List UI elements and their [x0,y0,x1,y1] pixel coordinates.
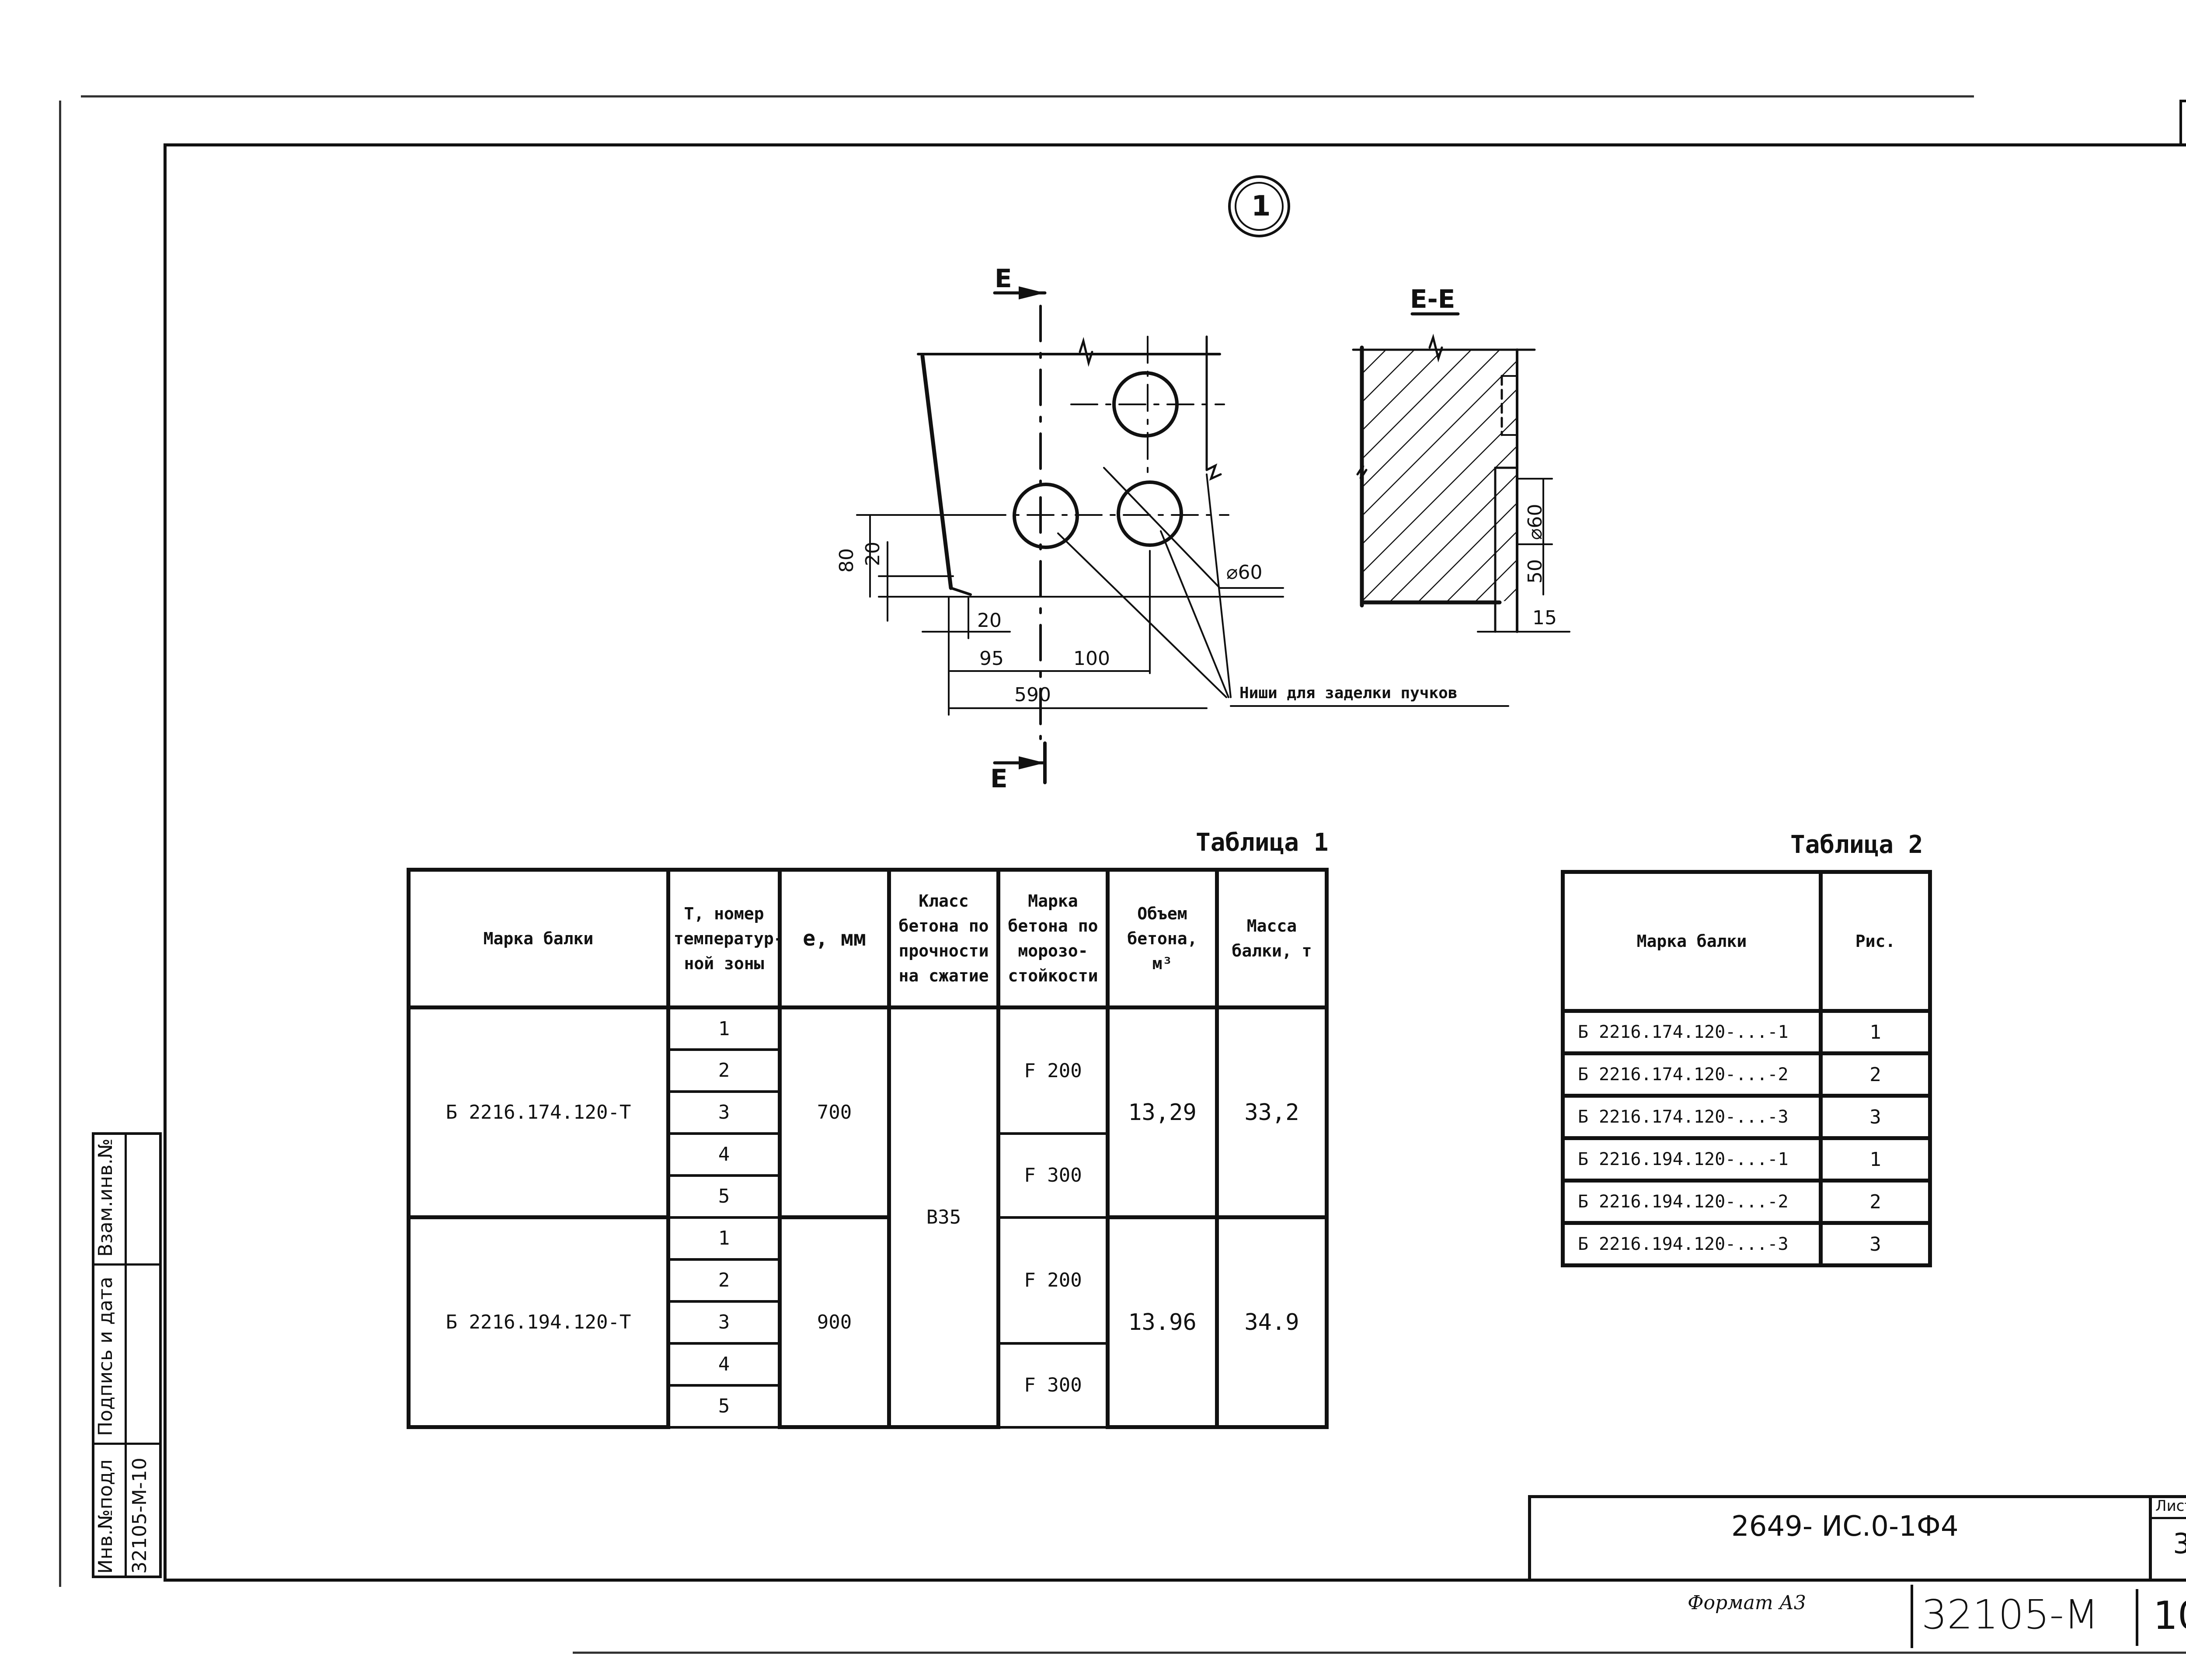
t2-row2-brand: Б 2216.174.120-...-2 [1561,1051,1823,1098]
side-stamp-replace-label: Взам.инв.№ [94,1138,117,1257]
drawing-frame [164,143,2186,1582]
archive-box-left [1911,1585,1913,1648]
left-edge-line [59,101,61,1587]
sheet-number: 3 [2173,1528,2186,1560]
t1-row2-frost-b: F 300 [997,1342,1109,1429]
title-block-divider [2149,1495,2152,1582]
archive-box-mid [2136,1589,2138,1646]
t1-row1-frost-b: F 300 [997,1132,1109,1219]
detail-marker-number: 1 [1251,190,1271,223]
t2-row5-brand: Б 2216.194.120-...-2 [1561,1179,1823,1225]
dim-diameter-60: ⌀60 [1226,561,1263,584]
dim-95: 95 [979,647,1004,670]
t1-row1-volume: 13,29 [1106,1005,1219,1219]
dim-80: 80 [835,548,858,573]
document-code: 2649- ИС.0-1Ф4 [1731,1510,1959,1543]
t1-row1-brand: Б 2216.174.120-Т [407,1005,670,1219]
t1-row1-zone4: 4 [667,1132,781,1177]
table2-caption: Таблица 2 [1790,831,1923,859]
side-stamp-sign-label: Подпись и дата [94,1277,117,1436]
t2-row1-brand: Б 2216.174.120-...-1 [1561,1009,1823,1055]
side-stamp [92,1132,162,1578]
t1-row1-zone2: 2 [667,1048,781,1093]
top-edge-line [81,95,1974,97]
t1-header-volume: Объем бетона, м³ [1106,868,1219,1009]
t1-header-brand: Марка балки [407,868,670,1009]
t1-header-zone: Т, номер температур-ной зоны [666,868,784,1009]
t1-row2-frost-a: F 200 [997,1216,1109,1345]
t2-row6-brand: Б 2216.194.120-...-3 [1561,1221,1823,1267]
side-stamp-divider-h2 [92,1443,162,1445]
t2-row2-fig: 2 [1819,1051,1932,1098]
section-mark-bottom: Е [990,764,1008,793]
t2-row3-fig: 3 [1819,1094,1932,1140]
t1-row2-e: 900 [778,1215,891,1429]
dim-100: 100 [1073,647,1110,670]
t1-header-e: е, мм [778,868,891,1009]
corner-number-box [2179,100,2186,146]
format-label: Формат А3 [1688,1592,1806,1614]
title-block-sheet-divider [2149,1517,2186,1519]
t2-row4-fig: 1 [1819,1136,1932,1183]
sheet-label: Лист [2155,1497,2186,1515]
dim-590: 590 [1014,684,1051,706]
dim-20-horizontal: 20 [977,609,1002,632]
section-title: Е-Е [1410,284,1455,314]
t1-header-frost: Марка бетона по морозо-стойкости [996,868,1110,1009]
t2-row3-brand: Б 2216.174.120-...-3 [1561,1094,1823,1140]
t1-header-mass: Масса балки, т [1215,868,1329,1009]
t1-row2-mass: 34.9 [1215,1215,1329,1429]
dim-20-vertical: 20 [862,542,884,566]
t1-row2-zone2: 2 [667,1258,781,1303]
side-stamp-divider-v [125,1132,127,1578]
archive-number: 32105-М [1921,1591,2099,1638]
side-stamp-inv-value: 32105-М-10 [129,1457,151,1574]
t1-row2-zone3: 3 [667,1300,781,1345]
t2-row4-brand: Б 2216.194.120-...-1 [1561,1136,1823,1183]
side-stamp-divider-h1 [92,1263,162,1266]
t1-row2-zone4: 4 [667,1342,781,1387]
t1-header-class: Класс бетона по прочности на сжатие [887,868,1000,1009]
dim-15-section: 15 [1532,607,1557,629]
t2-header-fig: Рис. [1819,870,1932,1013]
table1: Марка балки Т, номер температур-ной зоны… [407,868,1329,1429]
t2-row1-fig: 1 [1819,1009,1932,1055]
section-mark-top: Е [995,264,1012,293]
t1-row2-zone1: 1 [667,1216,781,1261]
t1-row1-zone5: 5 [667,1174,781,1219]
t1-row2-brand: Б 2216.194.120-Т [407,1215,670,1429]
bottom-edge-line [573,1652,2186,1654]
t1-row1-frost-a: F 200 [997,1006,1109,1135]
dim-diameter-60-section: ⌀60 [1524,504,1546,540]
dim-50-section: 50 [1524,559,1546,584]
title-block [1528,1495,2186,1582]
t2-row6-fig: 3 [1819,1221,1932,1267]
t1-row2-volume: 13.96 [1106,1215,1219,1429]
t1-row1-mass: 33,2 [1215,1005,1329,1219]
t2-row5-fig: 2 [1819,1179,1932,1225]
table1-caption: Таблица 1 [1196,828,1329,857]
t1-row1-zone1: 1 [667,1006,781,1051]
t1-row2-zone5: 5 [667,1384,781,1429]
niche-label: Ниши для заделки пучков [1239,684,1458,702]
archive-page: 10 [2153,1593,2186,1638]
t1-row1-zone3: 3 [667,1090,781,1135]
t2-header-brand: Марка балки [1561,870,1823,1013]
side-stamp-inv-label: Инв.№подл [94,1459,117,1574]
t1-row1-e: 700 [778,1005,891,1219]
t1-class-value: В35 [887,1005,1000,1429]
